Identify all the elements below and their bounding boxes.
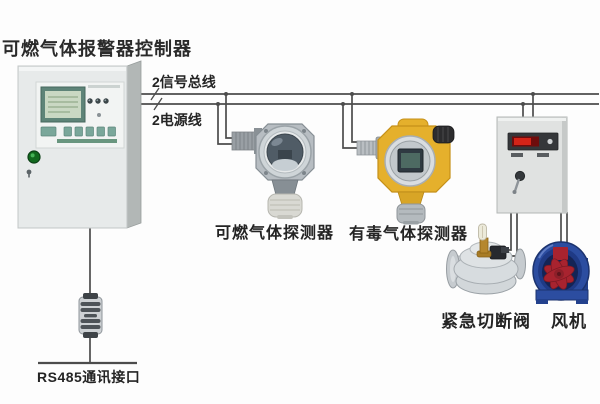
panel-print [88,85,120,88]
rs485-ribs [80,302,101,329]
indicator-lights [87,98,109,104]
power-line-label: 2电源线 [152,112,202,128]
sight-glass-lower [272,159,298,171]
relay-panel-top-edge [498,118,566,121]
function-keys [63,126,116,137]
relay-panel-side [562,117,567,213]
fan-highlight [538,244,554,259]
panel-key-head [512,190,517,194]
relay-panel [496,116,568,214]
function-key-wide [40,126,57,137]
rs485-label: RS485通讯接口 [37,369,141,385]
body-bolts [264,129,306,175]
emergency-shutoff-valve [446,223,526,295]
fan-base [535,289,589,301]
toxic-detector-label: 有毒气体探测器 [349,226,469,243]
fan-foot-right [576,299,588,304]
label-strip [57,139,117,143]
wire-count-slashes [150,87,163,111]
toxic-end-cap-ribs [437,127,449,142]
fan-foot-left [536,299,548,304]
solenoid-connector [501,247,509,253]
power-light-glint [30,153,35,158]
toxic-sensor-tip [403,221,419,225]
toxic-conduit-ribs [360,141,374,155]
fan-label: 风机 [551,312,587,331]
rs485-bottom-cap [83,332,98,338]
cabinet-keyhole-slot [28,172,30,178]
cabinet-top-highlight [19,67,126,71]
wire-junction-dots [216,92,535,106]
led-digits [514,138,531,145]
toxic-neck [397,191,425,206]
sensor-head-ribs [270,199,300,211]
conduit-ribs [235,132,253,150]
toxic-drop-signal [351,94,364,143]
sensor-block [278,150,292,159]
combustible-drop-signal [225,94,240,139]
glass-glint [271,138,283,146]
rs485-top-cap [83,293,98,299]
toxic-detector [356,118,455,225]
diagram-title: 可燃气体报警器控制器 [2,39,192,59]
fan-hub-center [557,272,561,276]
valve-wire-a [503,212,512,251]
panel-keyhole [514,170,526,182]
valve-flange-left-face [450,256,456,282]
combustible-detector [231,123,315,219]
rs485-module [78,293,103,338]
lcd-text-lines [48,96,78,113]
signal-bus-label: 2信号总线 [152,74,216,90]
lcd-screen [45,91,81,118]
panel-label-left [511,153,523,157]
power-light [27,150,41,164]
neck [271,179,299,196]
exhaust-fan [532,241,590,304]
controller-cabinet [17,60,142,229]
panel-key [513,178,521,192]
fan-motor-block [553,247,568,260]
sensor-head-tip [277,215,293,219]
combustible-detector-label: 可燃气体探测器 [215,225,335,242]
cabinet-side-panel [126,60,142,229]
toxic-lcd-screen [401,153,420,168]
valve-label: 紧急切断阀 [441,312,531,331]
relay-panel-box [496,116,568,214]
toxic-sensor-ribs [399,208,423,215]
panel-label-right [537,153,549,157]
reset-button [97,113,101,117]
buzzer-icon [547,138,553,145]
